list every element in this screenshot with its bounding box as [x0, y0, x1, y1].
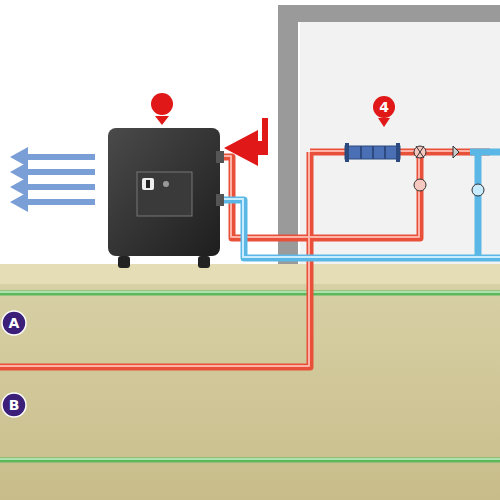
unit-foot	[198, 256, 210, 268]
switch	[142, 178, 154, 190]
indicator-light	[163, 181, 169, 187]
pipe-connector	[216, 194, 224, 206]
pipe-connector	[216, 151, 224, 163]
air-flow-arrows	[10, 147, 95, 212]
heat-pump-unit	[108, 128, 220, 256]
heat-arrow	[224, 118, 268, 166]
return-pipe	[218, 152, 500, 258]
callout-pointer	[378, 118, 390, 127]
ground-surface	[0, 264, 500, 284]
callout-number: B	[9, 398, 20, 412]
callout-number: 4	[379, 100, 389, 114]
pipe-component-ribs	[345, 143, 400, 162]
callout-circle	[2, 311, 26, 335]
marker-pointer	[155, 116, 169, 125]
control-panel	[137, 172, 192, 216]
ground-collector	[0, 293, 500, 460]
callout-number: A	[9, 316, 20, 330]
return-pipe-highlight	[218, 199, 500, 257]
indoor-area	[300, 20, 500, 265]
marker-dot	[151, 93, 173, 115]
ground-collector-highlight	[0, 292, 500, 459]
unit-foot	[118, 256, 130, 268]
valve	[414, 146, 484, 196]
callout-circle	[2, 393, 26, 417]
callout-circle	[373, 96, 395, 118]
pipe-component	[345, 146, 400, 159]
switch-lever	[146, 180, 150, 188]
ground	[0, 264, 500, 500]
